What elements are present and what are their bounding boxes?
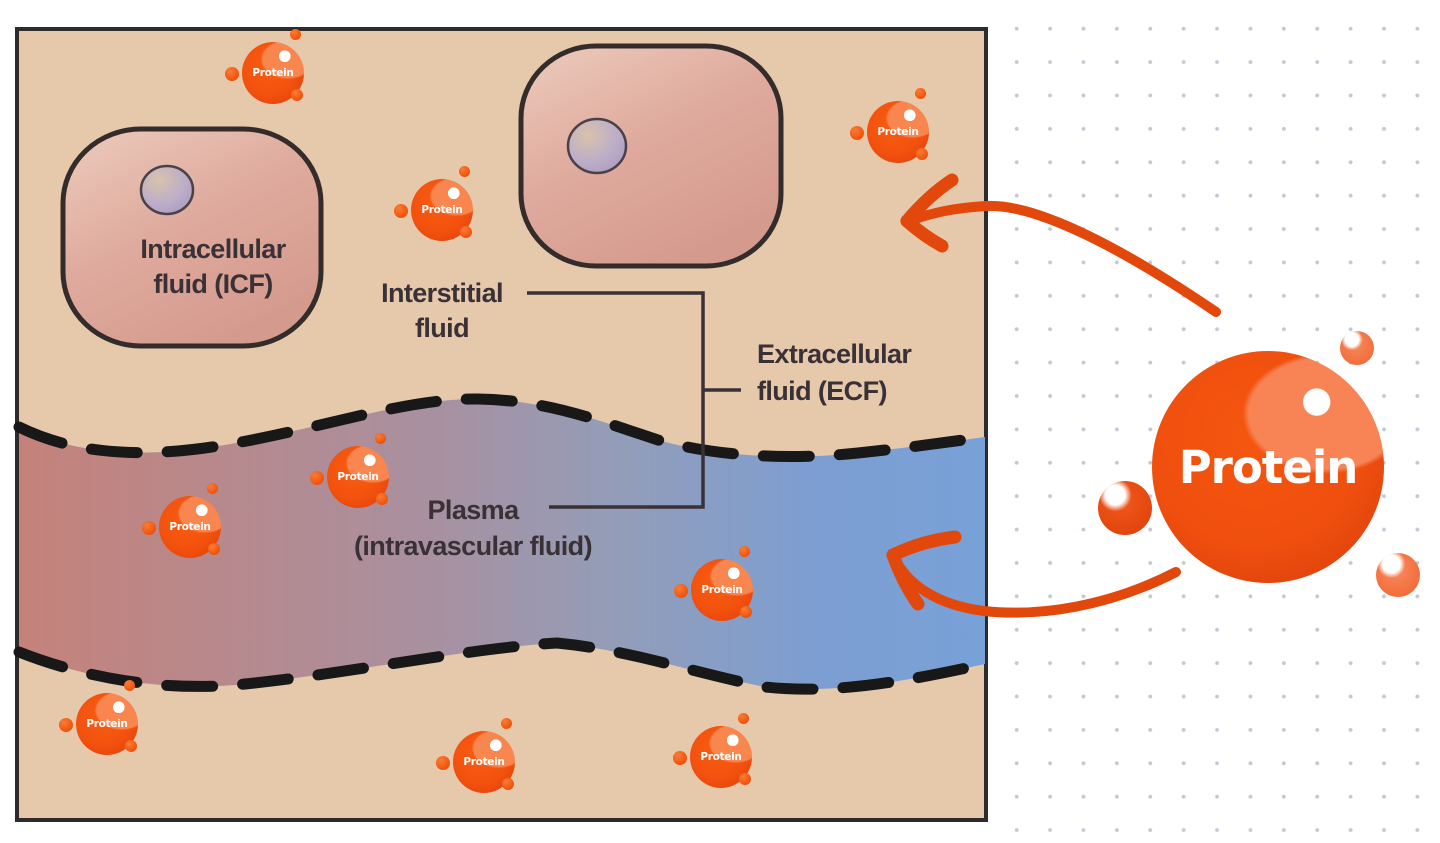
protein-molecule: Protein bbox=[673, 713, 752, 788]
protein-satellite bbox=[674, 584, 688, 598]
label-line: fluid (ICF) bbox=[153, 269, 273, 299]
protein-label: Protein bbox=[337, 471, 379, 483]
protein-large-sphere: Protein bbox=[1152, 351, 1384, 583]
label-plasma: Plasma (intravascular fluid) bbox=[323, 492, 623, 564]
protein-satellite bbox=[125, 740, 137, 752]
protein-label: Protein bbox=[169, 521, 211, 533]
protein-satellite bbox=[1376, 553, 1420, 597]
label-line: (intravascular fluid) bbox=[354, 531, 593, 561]
protein-satellite bbox=[739, 773, 751, 785]
label-extracellular-fluid: Extracellular fluid (ECF) bbox=[757, 336, 987, 410]
protein-label: Protein bbox=[421, 204, 463, 216]
label-line: Interstitial bbox=[381, 278, 503, 308]
protein-molecule: Protein bbox=[225, 29, 304, 104]
protein-satellite bbox=[673, 751, 687, 765]
protein-satellite bbox=[59, 718, 73, 732]
protein-satellite bbox=[739, 546, 750, 557]
label-interstitial-fluid: Interstitial fluid bbox=[352, 276, 532, 346]
protein-satellite bbox=[225, 67, 239, 81]
label-intracellular-fluid: Intracellular fluid (ICF) bbox=[88, 232, 338, 302]
protein-satellite bbox=[502, 778, 514, 790]
protein-satellite bbox=[740, 606, 752, 618]
protein-satellite bbox=[1340, 331, 1374, 365]
protein-label: Protein bbox=[877, 126, 919, 138]
protein-molecule: Protein bbox=[142, 483, 221, 558]
protein-satellite bbox=[291, 89, 303, 101]
protein-satellite bbox=[142, 521, 156, 535]
protein-satellite bbox=[738, 713, 749, 724]
protein-satellite bbox=[394, 204, 408, 218]
protein-molecule: Protein bbox=[674, 546, 753, 621]
protein-satellite bbox=[207, 483, 218, 494]
protein-satellite bbox=[850, 126, 864, 140]
protein-molecule: Protein bbox=[436, 718, 515, 793]
label-line: fluid bbox=[415, 313, 470, 343]
protein-molecule: Protein bbox=[850, 88, 929, 163]
protein-label: Protein bbox=[701, 584, 743, 596]
protein-large-label: Protein bbox=[1178, 440, 1359, 494]
protein-label: Protein bbox=[252, 67, 294, 79]
protein-satellite bbox=[501, 718, 512, 729]
protein-satellite bbox=[916, 148, 928, 160]
label-line: Extracellular bbox=[757, 339, 912, 369]
protein-satellite bbox=[459, 166, 470, 177]
protein-molecule: Protein bbox=[310, 433, 389, 508]
protein-satellite bbox=[375, 433, 386, 444]
protein-satellite bbox=[208, 543, 220, 555]
protein-label: Protein bbox=[700, 751, 742, 763]
protein-label: Protein bbox=[463, 756, 505, 768]
protein-satellite bbox=[436, 756, 450, 770]
protein-satellite bbox=[915, 88, 926, 99]
label-line: Intracellular bbox=[140, 234, 286, 264]
protein-molecule: Protein bbox=[394, 166, 473, 241]
protein-satellite bbox=[124, 680, 135, 691]
protein-satellite bbox=[290, 29, 301, 40]
protein-label: Protein bbox=[86, 718, 128, 730]
protein-satellite bbox=[376, 493, 388, 505]
protein-satellite bbox=[310, 471, 324, 485]
label-line: fluid (ECF) bbox=[757, 376, 887, 406]
protein-molecule: Protein bbox=[59, 680, 138, 755]
protein-satellite bbox=[1098, 481, 1152, 535]
protein-satellite bbox=[460, 226, 472, 238]
label-line: Plasma bbox=[427, 495, 520, 525]
diagram-panel bbox=[15, 27, 988, 822]
